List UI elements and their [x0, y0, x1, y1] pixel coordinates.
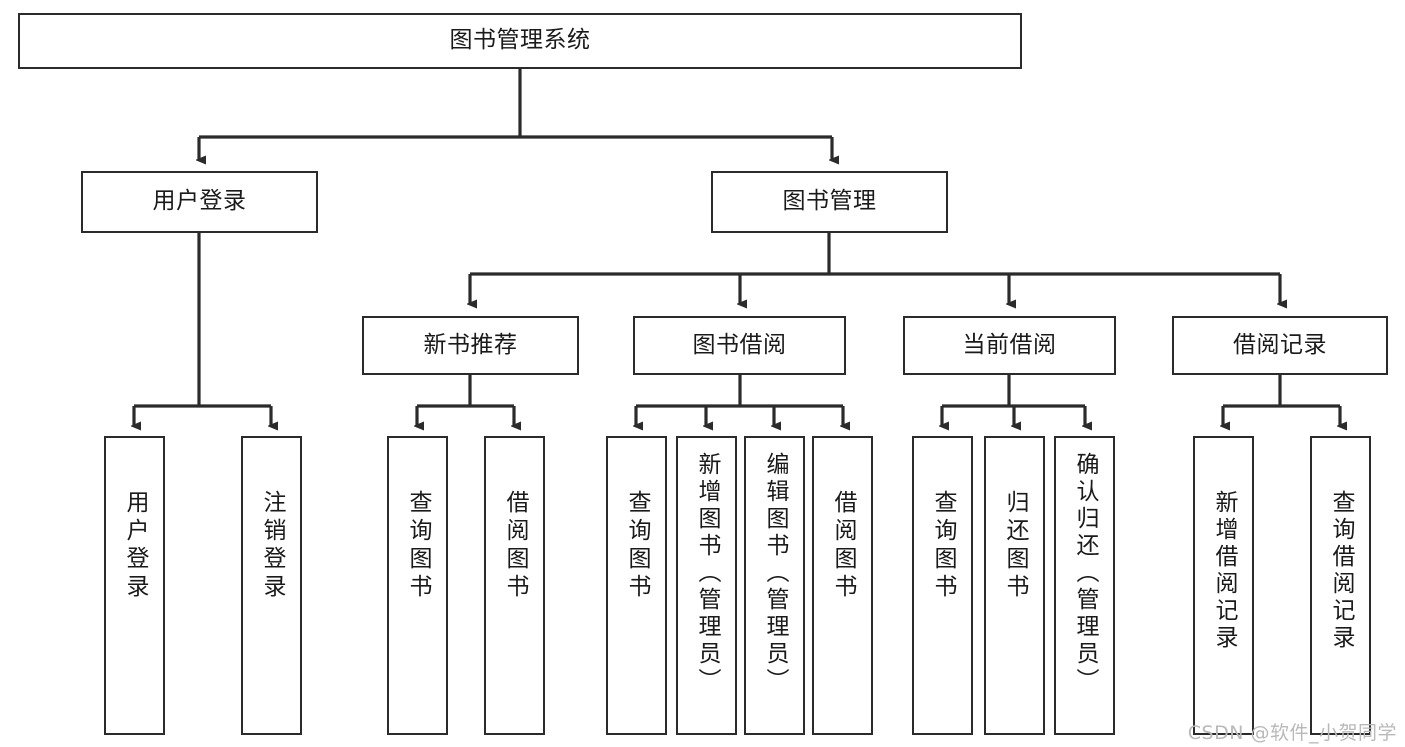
node-book-management[interactable]: 图书管理 — [711, 171, 948, 233]
node-leaf-return-book[interactable]: 归还图书 — [984, 436, 1045, 735]
node-leaf-query-book-2[interactable]: 查询图书 — [606, 436, 667, 735]
node-leaf-return-book-label: 归还图书 — [1002, 490, 1028, 602]
node-leaf-borrow-book-2-label: 借阅图书 — [830, 490, 856, 602]
node-leaf-query-borrow-record-label: 查询借阅记录 — [1328, 490, 1354, 652]
node-book-borrow[interactable]: 图书借阅 — [633, 316, 846, 375]
node-leaf-query-book-3[interactable]: 查询图书 — [912, 436, 973, 735]
node-current-borrow[interactable]: 当前借阅 — [903, 316, 1116, 375]
node-leaf-borrow-book-1[interactable]: 借阅图书 — [484, 436, 545, 735]
node-leaf-query-book-2-label: 查询图书 — [624, 490, 650, 602]
node-leaf-edit-book-admin[interactable]: 编辑图书（管理员） — [744, 436, 805, 735]
node-book-management-label: 图书管理 — [782, 188, 877, 215]
node-new-book-recommend[interactable]: 新书推荐 — [362, 316, 579, 375]
node-leaf-add-book-admin[interactable]: 新增图书（管理员） — [676, 436, 737, 735]
node-leaf-query-borrow-record[interactable]: 查询借阅记录 — [1310, 436, 1371, 735]
node-leaf-add-book-admin-label: 新增图书（管理员） — [694, 452, 720, 695]
node-leaf-logout-label: 注销登录 — [259, 490, 285, 602]
node-borrow-record-label: 借阅记录 — [1233, 331, 1327, 358]
node-leaf-borrow-book-2[interactable]: 借阅图书 — [812, 436, 873, 735]
node-root-label: 图书管理系统 — [449, 27, 591, 54]
node-leaf-query-book-1-label: 查询图书 — [405, 490, 431, 602]
node-root[interactable]: 图书管理系统 — [18, 13, 1022, 69]
node-leaf-add-borrow-record-label: 新增借阅记录 — [1211, 490, 1237, 652]
node-new-book-recommend-label: 新书推荐 — [423, 331, 518, 358]
node-leaf-borrow-book-1-label: 借阅图书 — [502, 490, 528, 602]
node-current-borrow-label: 当前借阅 — [962, 331, 1057, 358]
node-user-login-label: 用户登录 — [152, 188, 247, 215]
node-user-login[interactable]: 用户登录 — [81, 171, 318, 233]
node-leaf-user-login-label: 用户登录 — [122, 490, 148, 602]
node-book-borrow-label: 图书借阅 — [692, 331, 787, 358]
node-leaf-user-login[interactable]: 用户登录 — [104, 436, 165, 735]
watermark: CSDN @软件_小贺同学 — [1187, 722, 1397, 744]
node-leaf-logout[interactable]: 注销登录 — [241, 436, 302, 735]
node-leaf-edit-book-admin-label: 编辑图书（管理员） — [762, 452, 788, 695]
node-leaf-add-borrow-record[interactable]: 新增借阅记录 — [1193, 436, 1254, 735]
node-borrow-record[interactable]: 借阅记录 — [1172, 316, 1388, 375]
node-leaf-query-book-3-label: 查询图书 — [930, 490, 956, 602]
node-leaf-confirm-return-admin[interactable]: 确认归还（管理员） — [1054, 436, 1115, 735]
node-leaf-query-book-1[interactable]: 查询图书 — [387, 436, 448, 735]
node-leaf-confirm-return-admin-label: 确认归还（管理员） — [1072, 452, 1098, 695]
